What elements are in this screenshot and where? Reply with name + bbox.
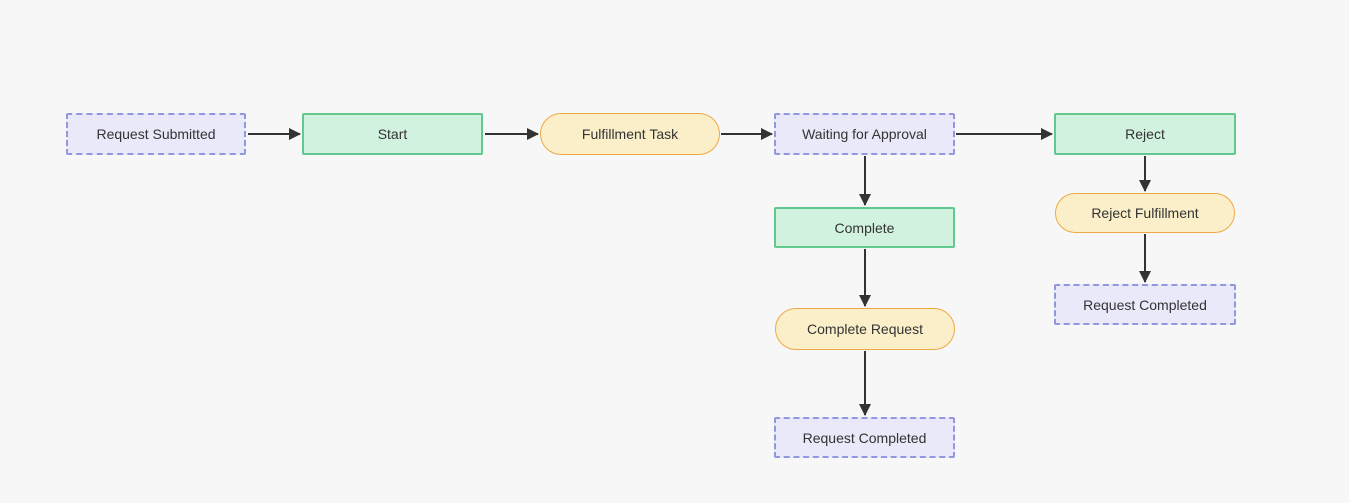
node-request-submitted[interactable]: Request Submitted bbox=[66, 113, 246, 155]
node-request-submitted-label: Request Submitted bbox=[96, 126, 216, 142]
node-request-completed-reject-label: Request Completed bbox=[1083, 296, 1207, 313]
node-complete-request-label: Complete Request bbox=[807, 321, 923, 337]
node-reject-fulfillment[interactable]: Reject Fulfillment bbox=[1055, 193, 1235, 233]
node-fulfillment-task-label: Fulfillment Task bbox=[581, 126, 679, 142]
node-request-completed-main-label: Request Completed bbox=[802, 429, 927, 446]
node-start[interactable]: Start bbox=[302, 113, 483, 155]
node-fulfillment-task[interactable]: Fulfillment Task bbox=[540, 113, 720, 155]
node-complete-label: Complete bbox=[834, 219, 895, 236]
node-reject-fulfillment-label: Reject Fulfillment bbox=[1091, 205, 1199, 221]
node-reject[interactable]: Reject bbox=[1054, 113, 1236, 155]
node-start-label: Start bbox=[377, 126, 408, 142]
node-request-completed-main[interactable]: Request Completed bbox=[774, 417, 955, 458]
node-complete[interactable]: Complete bbox=[774, 207, 955, 248]
node-reject-label: Reject bbox=[1125, 126, 1165, 142]
node-waiting-for-approval-label: Waiting for Approval bbox=[802, 126, 927, 142]
node-request-completed-reject[interactable]: Request Completed bbox=[1054, 284, 1236, 325]
node-waiting-for-approval[interactable]: Waiting for Approval bbox=[774, 113, 955, 155]
node-complete-request[interactable]: Complete Request bbox=[775, 308, 955, 350]
